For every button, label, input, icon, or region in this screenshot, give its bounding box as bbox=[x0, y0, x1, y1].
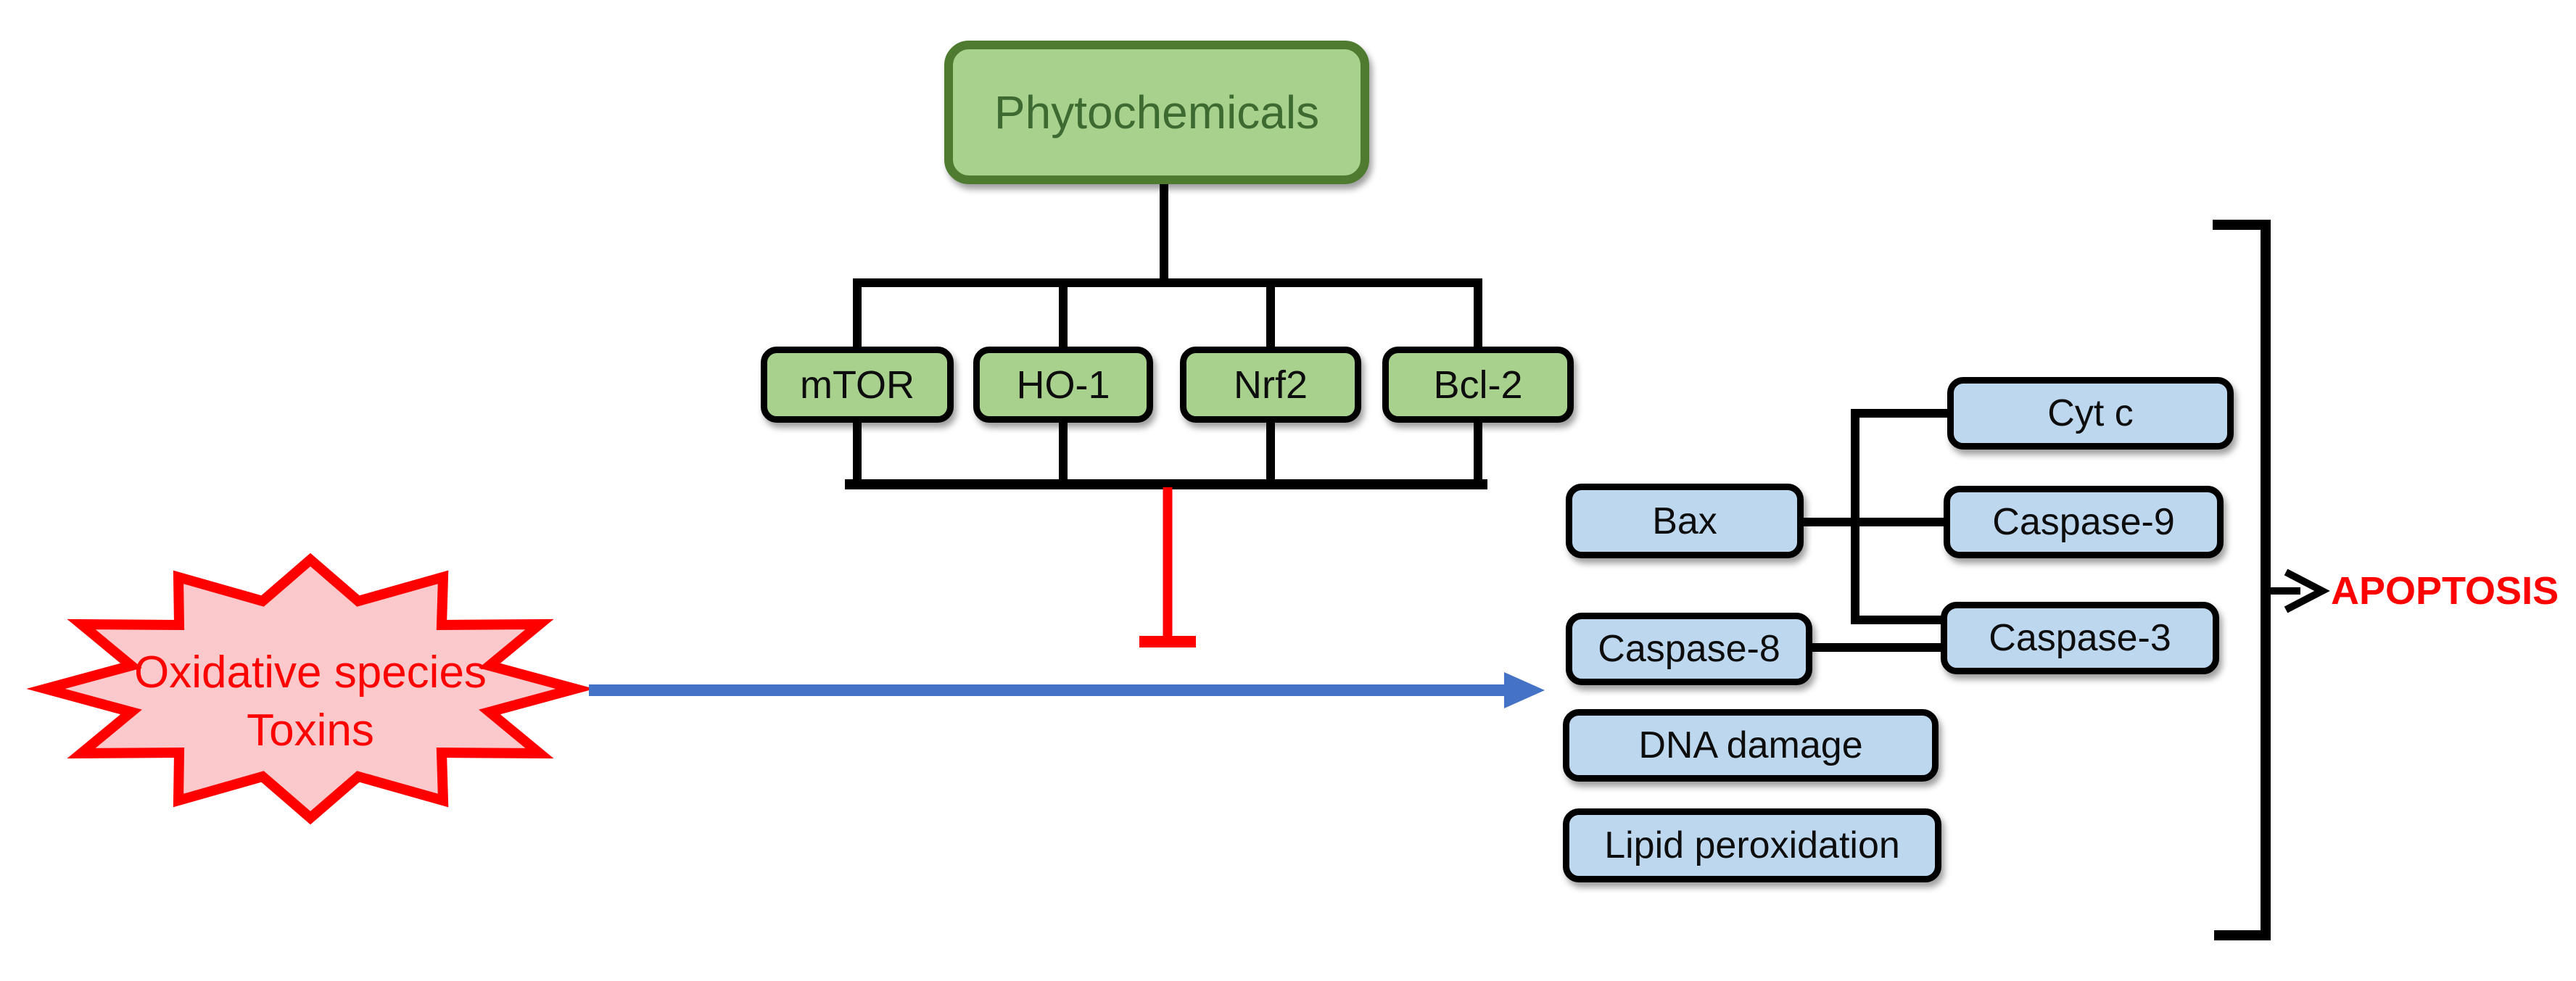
apoptosis-arrowhead bbox=[2284, 568, 2330, 613]
node-dna-damage: DNA damage bbox=[1563, 709, 1939, 782]
inhibition-tbar bbox=[1139, 487, 1196, 647]
node-oxidative-species: Oxidative species Toxins bbox=[57, 644, 564, 760]
node-phytochemicals: Phytochemicals bbox=[944, 41, 1369, 184]
node-oxidative-species-line2: Toxins bbox=[247, 705, 374, 756]
node-caspase3: Caspase-3 bbox=[1941, 602, 2219, 674]
node-bax-label: Bax bbox=[1652, 500, 1717, 542]
node-caspase3-label: Caspase-3 bbox=[1989, 617, 2171, 659]
node-mtor: mTOR bbox=[761, 347, 954, 423]
node-apoptosis-label: APOPTOSIS bbox=[2331, 569, 2559, 613]
node-ho1: HO-1 bbox=[973, 347, 1153, 423]
apoptosis-arrow bbox=[2266, 568, 2330, 613]
connector-phytochemicals-to-targets bbox=[853, 177, 1482, 351]
bax-branch-connectors bbox=[1799, 409, 1954, 624]
node-bax: Bax bbox=[1566, 484, 1804, 558]
starburst-shape bbox=[26, 552, 595, 825]
node-caspase8-label: Caspase-8 bbox=[1598, 628, 1780, 670]
oxidative-arrow bbox=[589, 672, 1545, 708]
node-ho1-label: HO-1 bbox=[1016, 363, 1110, 407]
node-lipid-peroxidation-label: Lipid peroxidation bbox=[1604, 824, 1900, 866]
apoptosis-bracket bbox=[2213, 220, 2271, 940]
node-caspase8: Caspase-8 bbox=[1566, 613, 1812, 685]
node-nrf2-label: Nrf2 bbox=[1233, 363, 1308, 407]
node-lipid-peroxidation: Lipid peroxidation bbox=[1563, 808, 1941, 882]
connector-targets-to-inhibition-bar bbox=[845, 418, 1487, 489]
oxidative-arrowhead bbox=[1504, 672, 1545, 708]
node-cyt-c: Cyt c bbox=[1947, 377, 2234, 450]
node-mtor-label: mTOR bbox=[800, 363, 915, 407]
node-caspase9-label: Caspase-9 bbox=[1992, 501, 2175, 543]
node-bcl2: Bcl-2 bbox=[1382, 347, 1574, 423]
node-apoptosis: APOPTOSIS bbox=[2331, 568, 2559, 613]
node-nrf2: Nrf2 bbox=[1180, 347, 1361, 423]
node-dna-damage-label: DNA damage bbox=[1638, 724, 1863, 766]
node-cyt-c-label: Cyt c bbox=[2047, 392, 2134, 434]
node-phytochemicals-label: Phytochemicals bbox=[994, 86, 1320, 138]
node-oxidative-species-line1: Oxidative species bbox=[134, 647, 487, 698]
node-caspase9: Caspase-9 bbox=[1944, 486, 2224, 558]
node-bcl2-label: Bcl-2 bbox=[1433, 363, 1523, 407]
